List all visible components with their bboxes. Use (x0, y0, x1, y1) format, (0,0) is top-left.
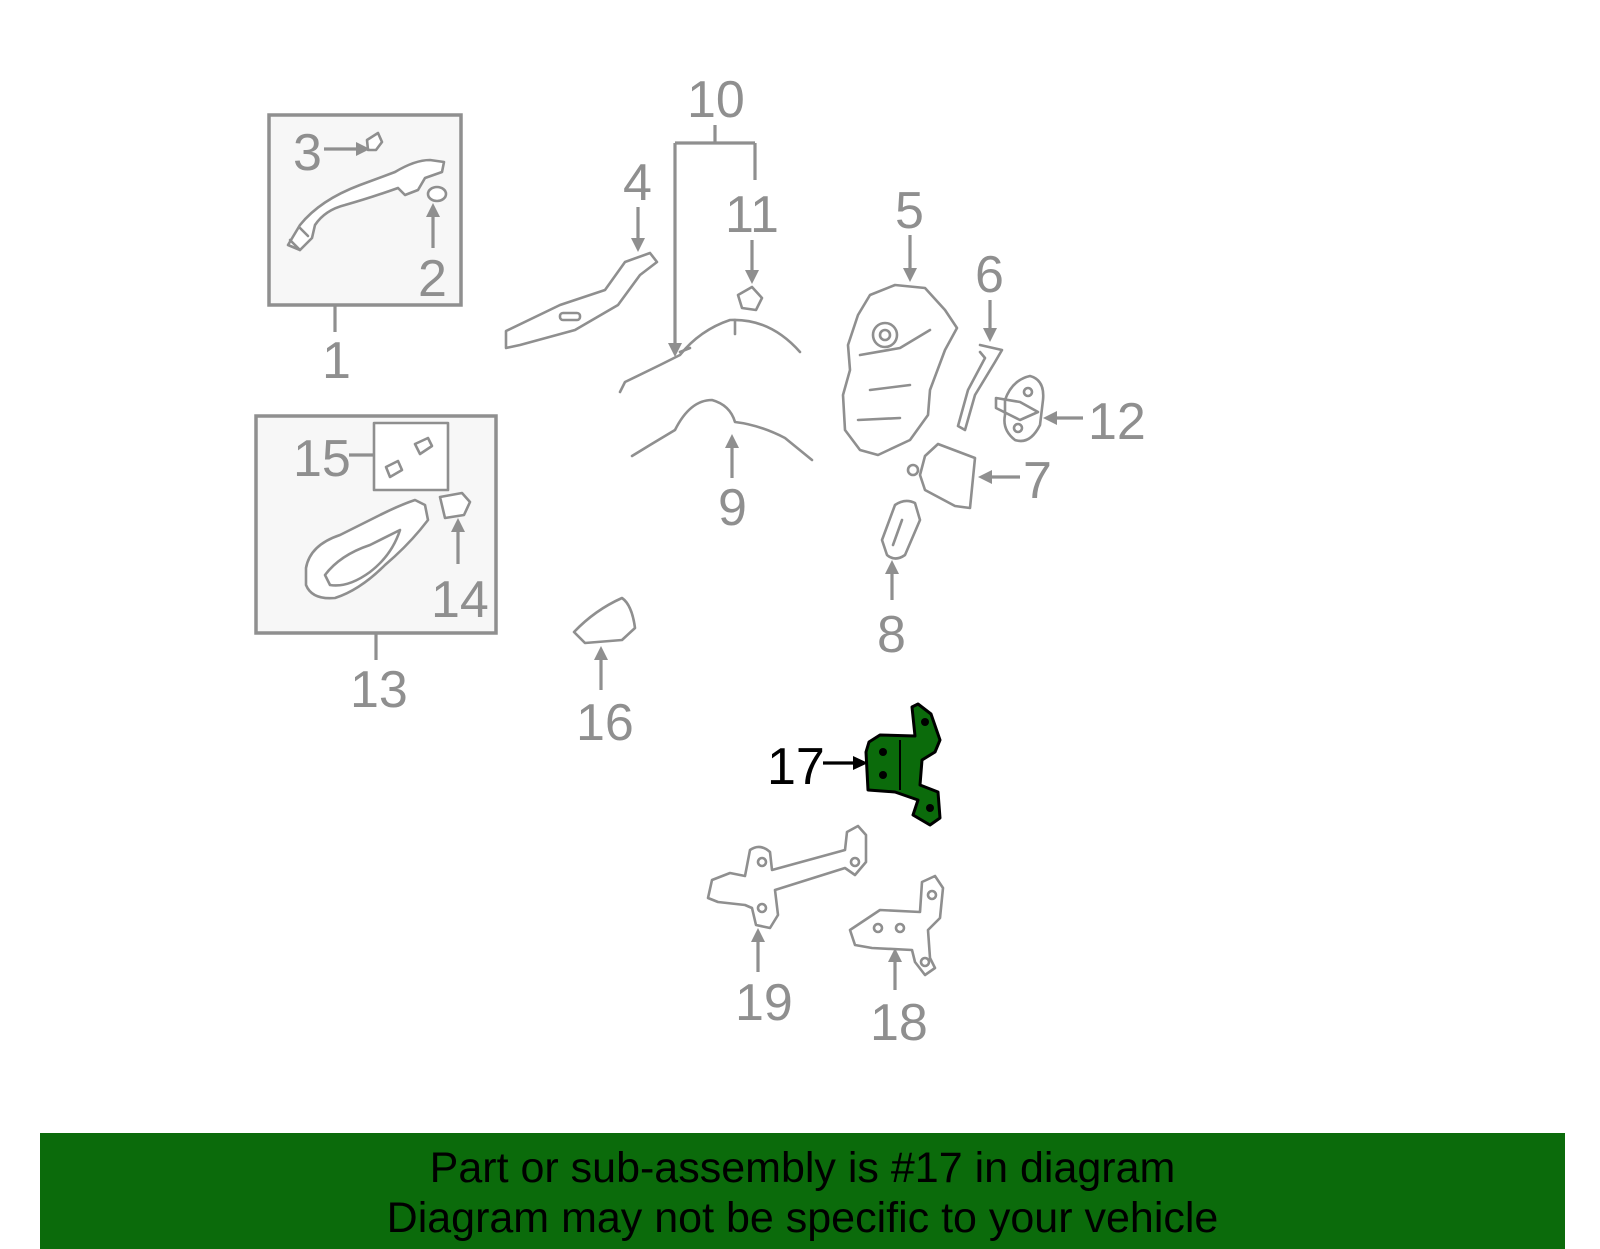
part-inside-handle[interactable] (304, 498, 430, 600)
part-8-cap[interactable] (880, 499, 922, 560)
part-15-clip-b[interactable] (384, 459, 404, 479)
part-16-group: 16 (572, 596, 637, 752)
part-15-clip-a[interactable] (413, 436, 434, 456)
part-5-latch[interactable] (841, 283, 959, 457)
footer-line-1: Part or sub-assembly is #17 in diagram (429, 1144, 1176, 1192)
part-6-rod[interactable] (956, 343, 1004, 432)
part-7-switch[interactable] (918, 442, 977, 510)
part-17-upper-hinge[interactable] (864, 702, 942, 827)
part-2-grommet[interactable] (426, 185, 448, 203)
callout-13: 13 (350, 661, 408, 719)
footer-banner: Part or sub-assembly is #17 in diagram D… (40, 1133, 1565, 1249)
callout-12: 12 (1088, 393, 1146, 451)
part-9-cable[interactable] (630, 398, 814, 462)
part-14-bezel-clip[interactable] (438, 491, 472, 520)
callout-10: 10 (687, 71, 745, 129)
callout-17: 17 (767, 738, 825, 796)
callout-14: 14 (431, 571, 489, 629)
inset-box-15 (372, 421, 450, 492)
part-19-door-check[interactable] (706, 824, 868, 930)
part-6-group: 6 (956, 246, 1004, 432)
part-17-group: 17 (767, 702, 942, 827)
callout-18: 18 (870, 994, 928, 1052)
callout-1: 1 (322, 332, 351, 390)
part-12-striker[interactable] (1003, 374, 1045, 443)
footer-line-2: Diagram may not be specific to your vehi… (386, 1194, 1219, 1242)
part-4-reinforcement[interactable] (504, 251, 659, 350)
cable-group: 10 11 9 (618, 71, 814, 537)
outside-handle-group: 3 2 1 (267, 113, 463, 390)
callout-8: 8 (877, 606, 906, 664)
part-16-trim[interactable] (572, 596, 637, 645)
callout-11: 11 (725, 186, 779, 244)
callout-19: 19 (735, 974, 793, 1032)
part-18-group: 18 (848, 874, 945, 1052)
part-4-group: 4 (504, 154, 659, 350)
part-11-clip[interactable] (736, 285, 764, 312)
callout-5: 5 (895, 182, 924, 240)
inside-handle-group: 15 14 13 (254, 414, 498, 719)
callout-4: 4 (623, 154, 652, 212)
callout-6: 6 (975, 246, 1004, 304)
callout-7: 7 (1023, 452, 1052, 510)
callout-16: 16 (576, 694, 634, 752)
part-12-group: 12 (994, 374, 1146, 451)
part-10-cable[interactable] (618, 318, 802, 394)
callout-3: 3 (293, 124, 322, 182)
part-8-group: 8 (877, 499, 922, 664)
callout-9: 9 (718, 479, 747, 537)
part-5-group: 5 (841, 182, 959, 457)
callout-2: 2 (418, 250, 447, 308)
part-7-group: 7 (906, 442, 1052, 510)
part-outside-handle[interactable] (286, 158, 446, 252)
callout-15: 15 (293, 430, 351, 488)
part-19-group: 19 (706, 824, 868, 1032)
